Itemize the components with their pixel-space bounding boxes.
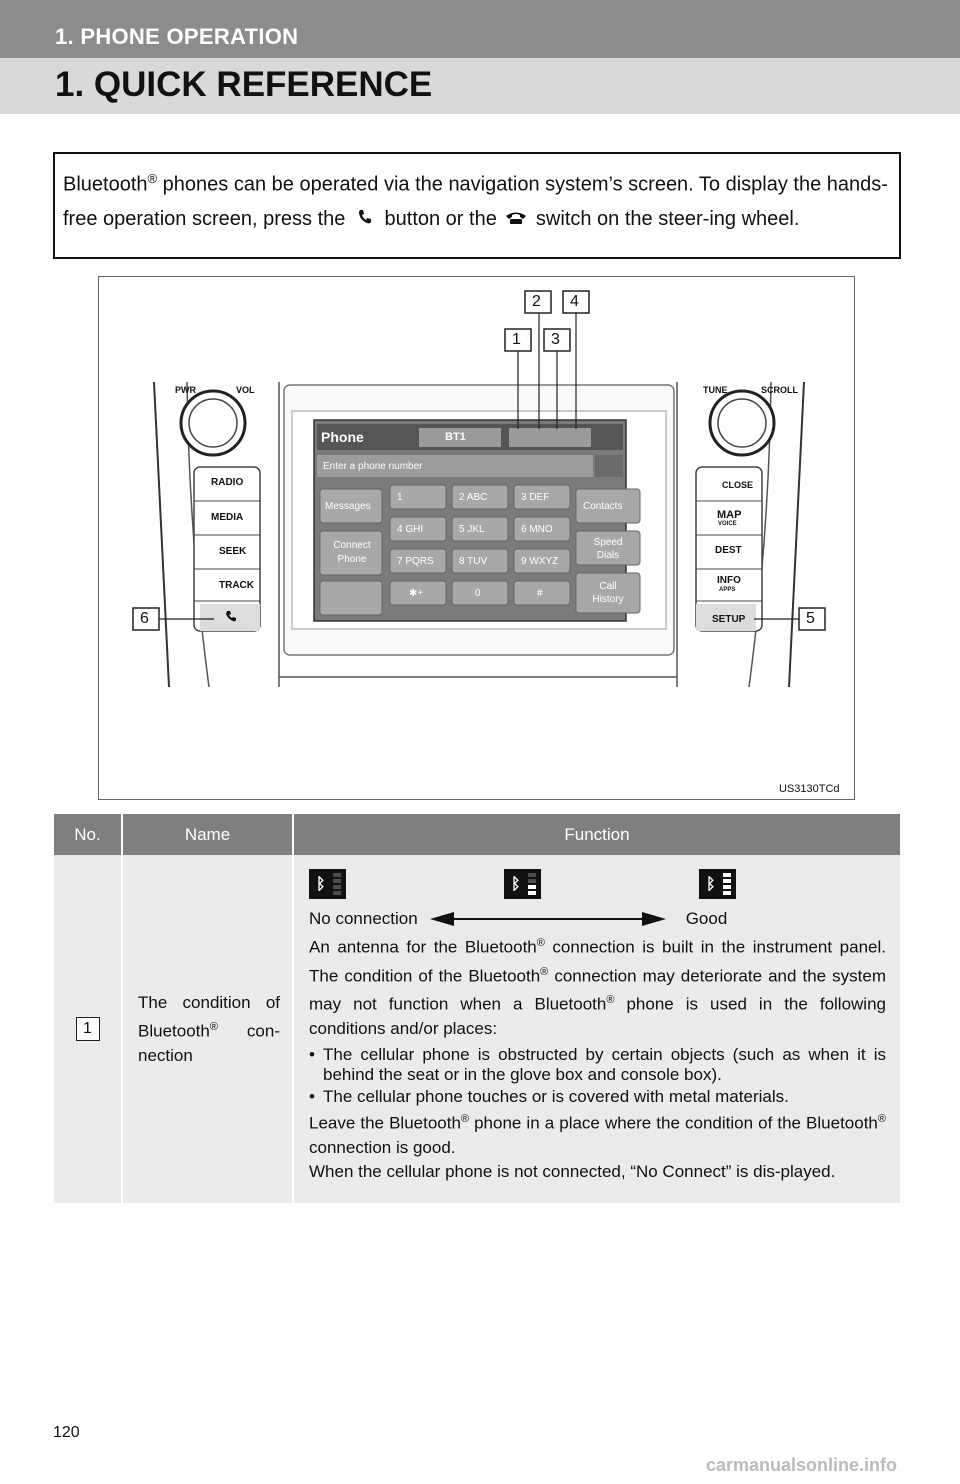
screen-call-history: Call History: [592, 581, 624, 605]
screen-key-0: 0: [475, 588, 481, 599]
row-number-cell: 1: [54, 855, 123, 1203]
bluetooth-signal-weak-icon: ᛒ: [504, 869, 541, 899]
intro-text-2: phones can be operated via the navigatio…: [63, 173, 888, 230]
function-paragraph-3: When the cellular phone is not connected…: [309, 1161, 836, 1181]
header-name: Name: [123, 814, 294, 855]
name-text-b: con-nection: [138, 1021, 280, 1065]
row-number-badge: 1: [75, 1017, 100, 1041]
screen-title: Phone: [321, 429, 364, 445]
bullet-item-1: The cellular phone is obstructed by cert…: [309, 1045, 886, 1085]
p1-reg-1: ®: [536, 937, 545, 949]
section-header: 1. PHONE OPERATION: [0, 0, 960, 58]
screen-key-5: 5 JKL: [459, 524, 485, 535]
head-unit-figure: 1 2 3 4 5 6 PWR VOL TUNE SCROLL RADIO ME…: [98, 276, 855, 800]
screen-key-7: 7 PQRS: [397, 556, 434, 567]
screen-speed-dials: Speed Dials: [593, 537, 623, 561]
p2-text-c: connection is good.: [309, 1137, 456, 1157]
table-header: No. Name Function: [54, 814, 900, 855]
p2-text-b: phone in a place where the condition of …: [469, 1113, 878, 1133]
header-no: No.: [54, 814, 123, 855]
track-button-label: TRACK: [219, 580, 254, 591]
dest-button-label: DEST: [715, 545, 742, 556]
head-unit-illustration: [132, 290, 826, 688]
p1-text-b: connection is built in the instrument pa…: [309, 937, 886, 986]
bluetooth-signal-good-icon: ᛒ: [699, 869, 736, 899]
callout-2: 2: [532, 293, 541, 310]
screen-key-1: 1: [397, 492, 403, 503]
title-header: 1. QUICK REFERENCE: [0, 58, 960, 114]
callout-3: 3: [551, 331, 560, 348]
screen-key-2: 2 ABC: [459, 492, 488, 503]
callout-5: 5: [806, 610, 815, 627]
row-name-cell: The condition of Bluetooth® con-nection: [123, 855, 294, 1203]
apps-button-label: APPS: [719, 587, 736, 593]
p1-reg-3: ®: [606, 994, 615, 1007]
row-function-cell: ᛒ ᛒ ᛒ No connection Good An antenna for …: [294, 855, 900, 1203]
p2-reg-1: ®: [460, 1112, 470, 1125]
seek-button-label: SEEK: [219, 546, 247, 557]
media-button-label: MEDIA: [211, 512, 244, 523]
info-button-label: INFO: [717, 575, 741, 586]
signal-icon-row: ᛒ ᛒ ᛒ: [309, 869, 886, 899]
screen-key-8: 8 TUV: [459, 556, 488, 567]
p1-text-a: An antenna for the Bluetooth: [309, 937, 537, 957]
page-title: 1. QUICK REFERENCE: [55, 65, 433, 104]
p1-text-c: connection may deteriorate and the syste…: [309, 966, 886, 1014]
close-button-label: CLOSE: [722, 480, 754, 490]
signal-scale: No connection Good: [309, 907, 886, 931]
callout-6: 6: [140, 610, 149, 627]
pwr-label: PWR: [175, 385, 196, 395]
screen-source: BT1: [445, 431, 466, 443]
bluetooth-signal-none-icon: ᛒ: [309, 869, 346, 899]
callout-1: 1: [512, 331, 521, 348]
screen-key-star: ✱+: [409, 588, 424, 599]
screen-key-9: 9 WXYZ: [521, 556, 559, 567]
watermark: carmanualsonline.info: [706, 1455, 898, 1475]
radio-button-label: RADIO: [211, 477, 244, 488]
registered-mark: ®: [147, 171, 158, 186]
p2-reg-2: ®: [877, 1112, 886, 1125]
map-button-label: MAP: [717, 509, 742, 521]
intro-text-3: button or the: [378, 207, 503, 230]
screen-key-4: 4 GHI: [397, 524, 424, 535]
section-title: 1. PHONE OPERATION: [55, 24, 299, 49]
p2-text-a: Leave the Bluetooth: [309, 1113, 461, 1133]
name-text-a: The condition of Bluetooth: [138, 993, 280, 1041]
screen-entry: Enter a phone number: [323, 461, 423, 472]
intro-box: Bluetooth® phones can be operated via th…: [53, 152, 901, 259]
callout-4: 4: [570, 293, 579, 310]
double-arrow-icon: [429, 912, 666, 926]
screen-connect-phone: Connect Phone: [333, 540, 371, 565]
scale-right-label: Good: [685, 909, 728, 928]
name-reg: ®: [209, 1021, 218, 1033]
figure-code: US3130TCd: [779, 783, 840, 795]
function-paragraph-2: Leave the Bluetooth® phone in a place wh…: [309, 1107, 886, 1160]
p1-text-d: phone is used in the following condition…: [309, 994, 886, 1038]
screen-key-hash: #: [537, 588, 543, 599]
steering-phone-icon: [502, 202, 530, 236]
function-paragraph-1: An antenna for the Bluetooth® connection…: [309, 931, 886, 1041]
function-table: No. Name Function 1 The condition of Blu…: [54, 814, 900, 1203]
tune-label: TUNE: [703, 385, 728, 395]
vol-label: VOL: [236, 385, 255, 395]
screen-key-6: 6 MNO: [521, 524, 553, 535]
setup-button-label: SETUP: [712, 614, 746, 625]
page-number: 120: [53, 1424, 80, 1441]
voice-button-label: VOICE: [718, 521, 737, 527]
phone-button-icon: [351, 202, 379, 236]
screen-messages: Messages: [325, 501, 371, 512]
intro-text-4: switch on the steer-ing wheel.: [530, 207, 800, 230]
scroll-label: SCROLL: [761, 385, 798, 395]
bullet-item-2: The cellular phone touches or is covered…: [309, 1087, 886, 1107]
screen-key-3: 3 DEF: [521, 492, 550, 503]
intro-text-1: Bluetooth: [63, 173, 148, 196]
scale-left-label: No connection: [309, 909, 418, 928]
table-row: 1 The condition of Bluetooth® con-nectio…: [54, 855, 900, 1203]
p1-reg-2: ®: [540, 965, 549, 978]
header-function: Function: [564, 824, 630, 844]
screen-contacts: Contacts: [583, 501, 623, 512]
